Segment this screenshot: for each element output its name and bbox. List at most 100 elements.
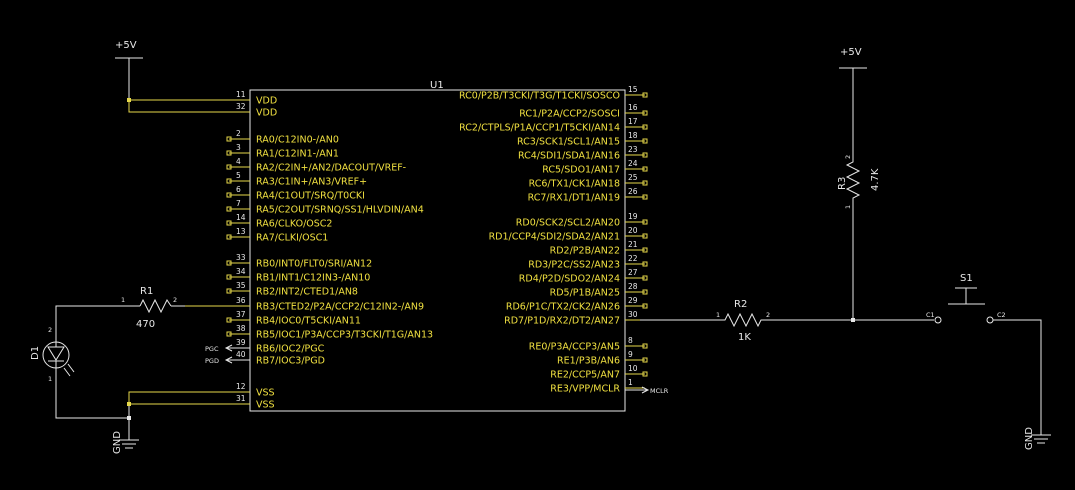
pin-label: RB5/IOC1/P3A/CCP3/T3CKI/T1G/AN13 xyxy=(256,330,433,341)
pin-label: RA5/C2OUT/SRNQ/SS1/HLVDIN/AN4 xyxy=(256,205,424,216)
pin-label: RB4/IOC0/T5CKI/AN11 xyxy=(256,316,361,327)
pin-number: 4 xyxy=(236,157,241,166)
pin-number: 12 xyxy=(236,382,246,391)
pin-number: 6 xyxy=(236,185,241,194)
pin-number: 24 xyxy=(628,159,638,168)
pin-number: 18 xyxy=(628,131,638,140)
u1-left-pins: 11VDD32VDD2RA0/C12IN0-/AN03RA1/C12IN1-/A… xyxy=(226,90,433,411)
pin-number: 28 xyxy=(628,282,638,291)
pin-label: RD6/P1C/TX2/CK2/AN26 xyxy=(506,302,620,313)
port-pgd: PGD xyxy=(205,356,250,365)
r2: R2 1K 1 2 xyxy=(712,299,775,343)
pin-label: RD2/P2B/AN22 xyxy=(550,246,620,257)
pin-number: 7 xyxy=(236,199,241,208)
pin-label: RB0/INT0/FLT0/SRI/AN12 xyxy=(256,259,372,270)
pin-label: VDD xyxy=(256,96,277,107)
pin-label: RD3/P2C/SS2/AN23 xyxy=(528,260,620,271)
pin-number: 25 xyxy=(628,173,638,182)
pin-number: 38 xyxy=(236,324,246,333)
pin-number: 17 xyxy=(628,117,638,126)
pin-label: RD0/SCK2/SCL2/AN20 xyxy=(516,218,620,229)
pin-number: 33 xyxy=(236,253,246,262)
pin-label: VDD xyxy=(256,108,277,119)
d1-ref: D1 xyxy=(30,346,41,360)
pin-number: 2 xyxy=(236,129,241,138)
u1-right-pins: 15RC0/P2B/T3CKI/T3G/T1CKI/SOSCO16RC1/P2A… xyxy=(459,85,648,395)
pin-label: RC5/SDO1/AN17 xyxy=(542,165,620,176)
r1-pin1: 1 xyxy=(121,296,125,304)
r1-ref: R1 xyxy=(140,286,153,297)
pin-label: VSS xyxy=(256,388,275,399)
pin-label: RD5/P1B/AN25 xyxy=(550,288,620,299)
r3-pin1: 1 xyxy=(844,205,852,209)
pin-label: RD1/CCP4/SDI2/SDA2/AN21 xyxy=(489,232,620,243)
pin-number: 5 xyxy=(236,171,241,180)
pin-number: 31 xyxy=(236,394,246,403)
pin-label: RA7/CLKI/OSC1 xyxy=(256,233,328,244)
ground-symbol-right: GND xyxy=(1024,427,1051,450)
pin-number: 30 xyxy=(628,310,638,319)
pin-label: RE0/P3A/CCP3/AN5 xyxy=(529,342,620,353)
pin-number: 9 xyxy=(628,350,633,359)
r1-value: 470 xyxy=(136,319,155,330)
r2-pin2: 2 xyxy=(766,311,770,319)
power-symbol-left: +5V xyxy=(115,40,143,100)
pin-number: 26 xyxy=(628,187,638,196)
pin-label: RC6/TX1/CK1/AN18 xyxy=(529,179,620,190)
d1-pin2: 2 xyxy=(48,326,52,334)
port-pgc: PGC xyxy=(205,344,250,353)
pin-label: RA4/C1OUT/SRQ/T0CKI xyxy=(256,191,365,202)
pin-label: RD7/P1D/RX2/DT2/AN27 xyxy=(504,316,620,327)
r2-ref: R2 xyxy=(734,299,747,310)
pin-number: 36 xyxy=(236,296,246,305)
pin-label: RC3/SCK1/SCL1/AN15 xyxy=(517,137,620,148)
pin-number: 37 xyxy=(236,310,246,319)
pin-label: RA2/C2IN+/AN2/DACOUT/VREF- xyxy=(256,163,406,174)
pin-label: RB1/INT1/C12IN3-/AN10 xyxy=(256,273,370,284)
pin-number: 16 xyxy=(628,103,638,112)
pin-label: RE3/VPP/MCLR xyxy=(550,384,620,395)
pin-label: RC0/P2B/T3CKI/T3G/T1CKI/SOSCO xyxy=(459,91,620,102)
pin-number: 20 xyxy=(628,226,638,235)
pin-label: RC1/P2A/CCP2/SOSCI xyxy=(519,109,620,120)
pin-label: RA3/C1IN+/AN3/VREF+ xyxy=(256,177,367,188)
pin-number: 40 xyxy=(236,350,246,359)
pin-label: RB3/CTED2/P2A/CCP2/C12IN2-/AN9 xyxy=(256,302,424,313)
pin-number: 19 xyxy=(628,212,638,221)
r3-ref: R3 xyxy=(837,177,848,190)
power-label-left: +5V xyxy=(115,40,137,51)
pin-number: 29 xyxy=(628,296,638,305)
s1-switch: S1 C1 C2 xyxy=(926,273,1006,324)
pin-number: 34 xyxy=(236,267,246,276)
r3-pin2: 2 xyxy=(844,155,852,159)
port-pgd-label: PGD xyxy=(205,357,219,365)
r3-value: 4.7K xyxy=(870,168,881,191)
pin-label: RA1/C12IN1-/AN1 xyxy=(256,149,339,160)
s1-c1: C1 xyxy=(926,311,935,319)
pin-label: VSS xyxy=(256,400,275,411)
s1-c2: C2 xyxy=(997,311,1006,319)
r1-pin2: 2 xyxy=(173,296,177,304)
pin-number: 23 xyxy=(628,145,638,154)
